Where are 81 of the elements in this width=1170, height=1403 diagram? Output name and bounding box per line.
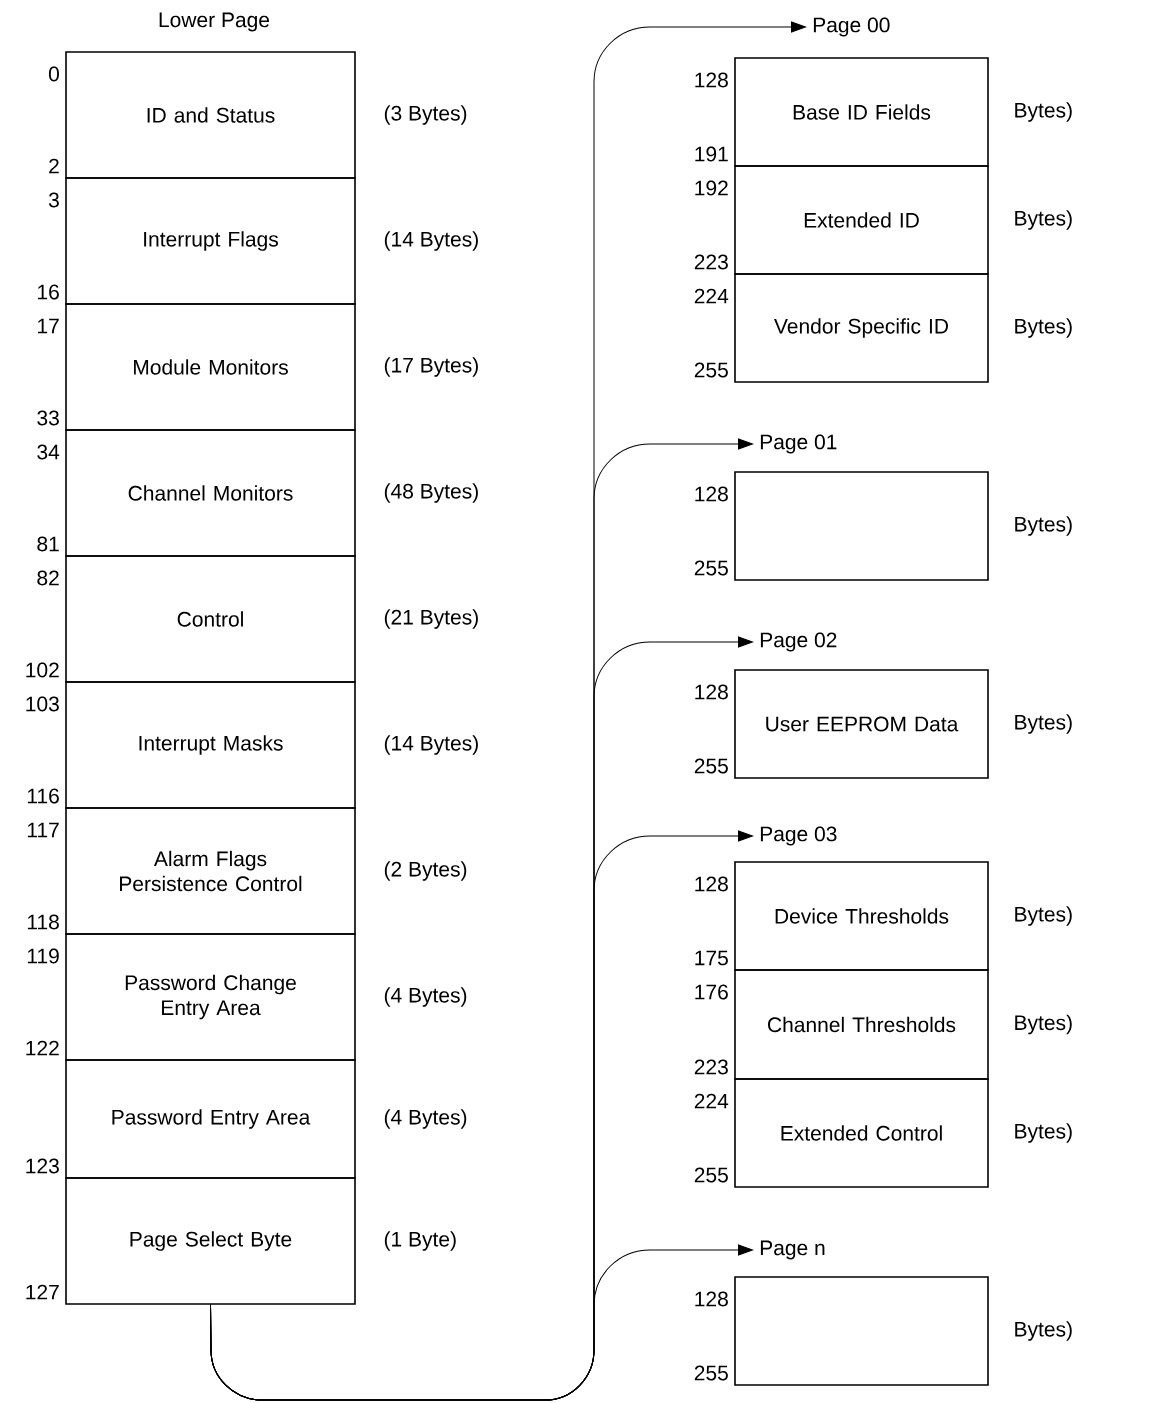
address-label: 255 [694,560,728,576]
address-label: 255 [694,1167,728,1183]
address-label: 34 [37,444,60,460]
address-label: 223 [694,254,728,270]
page-heading: Page 03 [760,826,837,846]
page-heading: Page n [760,1240,825,1260]
byte-count-label: (3 Bytes) [384,105,467,125]
byte-count-label: (21 Bytes) [384,609,478,629]
address-label: 175 [695,950,728,966]
address-label: 2 [49,158,59,174]
address-label: 103 [26,696,59,712]
memory-field-box: Password Change Entry Area [65,933,356,1061]
memory-field-box: Control [65,555,356,683]
address-label: 255 [694,1365,728,1381]
memory-field-box: Interrupt Masks [65,681,356,809]
byte-count-label: Bytes) [1015,1014,1072,1035]
memory-field-box: Channel Monitors [65,429,356,557]
address-label: 118 [27,914,59,930]
byte-count-label: Bytes) [1015,1321,1072,1341]
memory-field-box: Extended Control [734,1078,989,1188]
arrow [210,1244,753,1401]
byte-count-label: Bytes) [1015,516,1072,536]
byte-count-label: Bytes) [1015,906,1072,926]
byte-count-label: Bytes) [1015,318,1072,338]
memory-field-box: Vendor Specific ID [734,273,989,383]
byte-count-label: (2 Bytes) [384,861,467,881]
byte-count-label: (48 Bytes) [384,483,478,503]
memory-field-box: Page Select Byte [65,1177,356,1305]
page-heading: Page 02 [760,632,837,652]
memory-field-box: Alarm Flags Persistence Control [65,807,356,935]
address-label: 128 [695,876,728,892]
address-label: 123 [26,1158,59,1174]
memory-field-box: User EEPROM Data [734,669,989,779]
address-label: 255 [694,362,728,378]
memory-field-box: Device Thresholds [734,861,989,971]
byte-count-label: Bytes) [1015,714,1072,734]
memory-field-box: ID and Status [65,51,356,179]
memory-field-box: Channel Thresholds [734,969,989,1080]
byte-count-label: Bytes) [1015,1123,1072,1143]
byte-count-label: Bytes) [1015,210,1072,230]
address-label: 33 [37,410,59,426]
memory-field-box: Module Monitors [65,303,356,431]
address-label: 191 [695,146,728,162]
address-label: 255 [694,758,728,774]
address-label: 128 [695,684,728,700]
empty-page-box [734,471,989,581]
address-label: 0 [48,66,59,82]
address-label: 117 [27,822,59,838]
memory-field-box: Extended ID [734,165,989,275]
address-label: 82 [37,570,59,586]
page-heading: Page 01 [760,434,837,454]
address-label: 176 [695,984,728,1000]
address-label: 102 [26,662,59,678]
empty-page-box [734,1276,989,1386]
byte-count-label: (14 Bytes) [384,735,478,755]
address-label: 127 [26,1284,59,1300]
memory-field-box: Interrupt Flags [65,177,356,305]
address-label: 3 [48,192,59,208]
address-label: 119 [27,948,59,964]
byte-count-label: (4 Bytes) [384,1109,467,1129]
byte-count-label: Bytes) [1015,102,1072,122]
memory-field-box: Password Entry Area [65,1059,356,1179]
address-label: 224 [694,288,729,304]
address-label: 81 [37,536,59,552]
byte-count-label: (4 Bytes) [384,987,467,1007]
address-label: 192 [695,180,728,196]
address-label: 224 [694,1093,729,1109]
address-label: 223 [694,1059,728,1075]
byte-count-label: (1 Byte) [384,1231,456,1251]
address-label: 116 [27,788,59,804]
address-label: 128 [695,486,728,502]
address-label: 122 [26,1040,59,1056]
column-heading: Lower Page [159,12,270,32]
memory-field-box: Base ID Fields [734,57,989,167]
address-label: 17 [38,318,59,334]
address-label: 16 [38,284,59,300]
address-label: 128 [695,72,728,88]
byte-count-label: (17 Bytes) [384,357,478,377]
address-label: 128 [695,1291,728,1307]
byte-count-label: (14 Bytes) [384,231,478,251]
page-heading: Page 00 [813,17,890,37]
